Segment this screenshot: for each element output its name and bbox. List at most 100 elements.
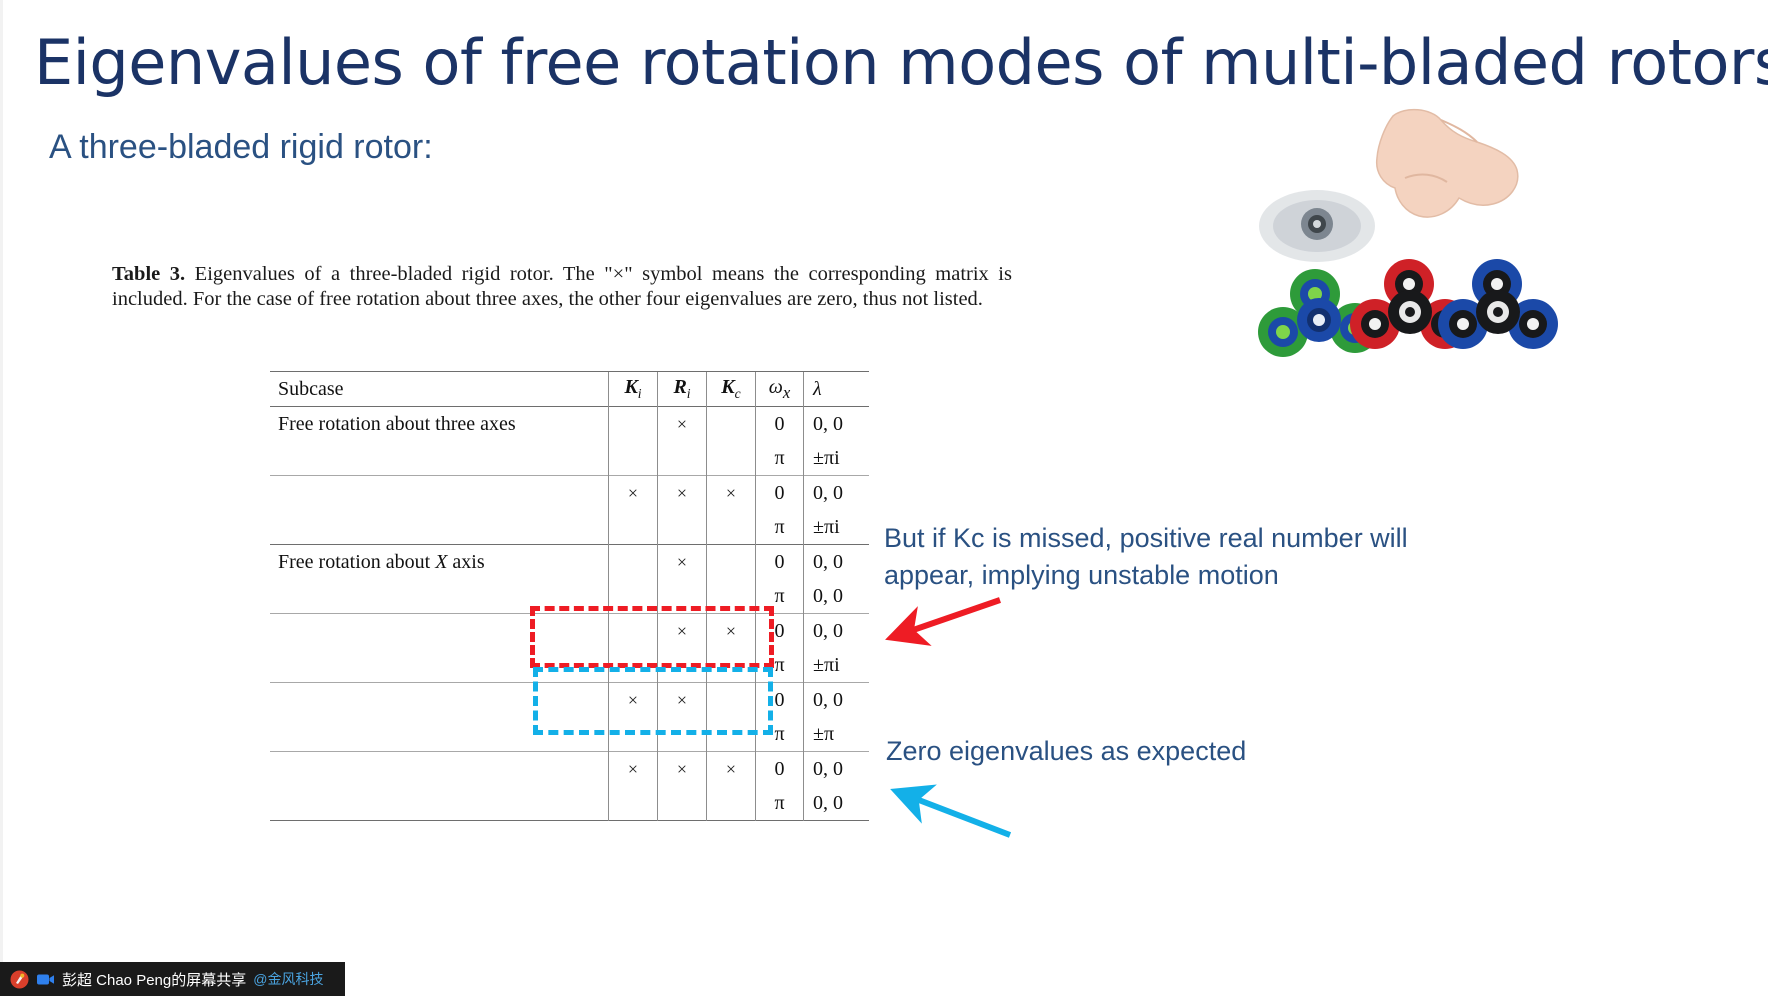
cross-mark-icon: × — [676, 413, 688, 434]
bottom-rule-cell — [608, 820, 658, 827]
table-cell-lambda: 0, 0 — [803, 544, 869, 579]
table-cell-subcase — [270, 441, 609, 476]
table-cell-lambda: 0, 0 — [803, 613, 869, 648]
cross-mark-icon: × — [676, 689, 688, 710]
taskbar-blank-area — [345, 962, 1768, 996]
table-cell-kc: × — [706, 751, 756, 786]
table-cell-ki — [608, 648, 658, 683]
cross-mark-icon: × — [627, 758, 639, 779]
table-cell-ki — [608, 717, 658, 752]
table-cell-kc: × — [706, 613, 756, 648]
table-cell-kc — [706, 441, 756, 476]
cross-mark-icon: × — [725, 482, 737, 503]
table-cell-ki: × — [608, 751, 658, 786]
bottom-rule-cell — [803, 820, 869, 827]
slide-subtitle: A three-bladed rigid rotor: — [49, 128, 433, 166]
table-header-cell-lambda: λ — [803, 371, 869, 407]
screen-share-indicator[interactable]: 彭超 Chao Peng的屏幕共享 @金风科技 — [0, 962, 334, 996]
table-cell-subcase — [270, 648, 609, 683]
table-cell-omega: π — [755, 441, 804, 476]
table-cell-omega: 0 — [755, 613, 804, 648]
taskbar: 彭超 Chao Peng的屏幕共享 @金风科技 — [0, 962, 1768, 996]
bottom-rule-cell — [657, 820, 707, 827]
bottom-rule-cell — [706, 820, 756, 827]
annotation-blue-text: Zero eigenvalues as expected — [886, 736, 1247, 766]
table-cell-lambda: ±π — [803, 717, 869, 752]
table-cell-ki — [608, 786, 658, 821]
cross-mark-icon: × — [725, 758, 737, 779]
table-cell-lambda: 0, 0 — [803, 682, 869, 717]
table-cell-lambda: 0, 0 — [803, 751, 869, 786]
share-label: 彭超 Chao Peng的屏幕共享 — [62, 971, 247, 989]
table-cell-omega: π — [755, 717, 804, 752]
table-cell-subcase: Free rotation about three axes — [270, 406, 609, 441]
table-cell-subcase — [270, 682, 609, 717]
table-caption: Table 3. Eigenvalues of a three-bladed r… — [112, 262, 1012, 312]
table-cell-lambda: ±πi — [803, 510, 869, 545]
table-row: π±π — [270, 717, 869, 752]
cross-mark-icon: × — [676, 551, 688, 572]
table-cell-omega: 0 — [755, 682, 804, 717]
table-caption-text: Eigenvalues of a three-bladed rigid roto… — [112, 263, 1012, 310]
page-title: Eigenvalues of free rotation modes of mu… — [34, 26, 1768, 99]
table-header-cell-kc: Kc — [706, 371, 756, 407]
table-cell-lambda: 0, 0 — [803, 475, 869, 510]
table-cell-kc — [706, 648, 756, 683]
table-cell-subcase: Free rotation about X axis — [270, 544, 609, 579]
camera-icon[interactable] — [36, 970, 55, 989]
cross-mark-icon: × — [627, 482, 639, 503]
screen-share-icon[interactable] — [10, 970, 29, 989]
header-symbol: Ri — [673, 376, 691, 401]
table-row: π±πi — [270, 441, 869, 476]
table-cell-ri — [657, 717, 707, 752]
table-cell-lambda: ±πi — [803, 648, 869, 683]
table-header-cell-ri: Ri — [657, 371, 707, 407]
table-cell-kc — [706, 717, 756, 752]
table-cell-omega: 0 — [755, 475, 804, 510]
table-cell-ri — [657, 441, 707, 476]
table-cell-ki — [608, 441, 658, 476]
cross-mark-icon: × — [676, 482, 688, 503]
table-cell-omega: π — [755, 579, 804, 614]
table-bottom-rule — [270, 820, 869, 827]
table-cell-ki — [608, 544, 658, 579]
table-cell-ri — [657, 510, 707, 545]
table-cell-ri: × — [657, 406, 707, 441]
table-cell-omega: 0 — [755, 406, 804, 441]
cross-mark-icon: × — [627, 689, 639, 710]
table-cell-subcase — [270, 510, 609, 545]
slide-edge-strip — [0, 0, 3, 996]
table-cell-ri: × — [657, 751, 707, 786]
table-cell-kc — [706, 579, 756, 614]
header-symbol: Kc — [721, 376, 741, 401]
cross-mark-icon: × — [676, 620, 688, 641]
table-cell-ri: × — [657, 613, 707, 648]
table-cell-ri — [657, 786, 707, 821]
table-cell-ri: × — [657, 682, 707, 717]
bottom-rule-cell — [270, 820, 609, 827]
spinner-illustration — [1258, 108, 1558, 357]
table-cell-omega: 0 — [755, 751, 804, 786]
table-cell-omega: 0 — [755, 544, 804, 579]
table-cell-omega: π — [755, 786, 804, 821]
table-cell-ri — [657, 579, 707, 614]
annotation-red-text: But if Kc is missed, positive real numbe… — [884, 523, 1408, 591]
table-cell-ri: × — [657, 544, 707, 579]
table-cell-ki: × — [608, 682, 658, 717]
cross-mark-icon: × — [676, 758, 688, 779]
table-cell-lambda: 0, 0 — [803, 406, 869, 441]
fidget-spinner-photo — [1255, 108, 1558, 388]
header-symbol: ωx — [768, 375, 791, 402]
table-cell-lambda: 0, 0 — [803, 579, 869, 614]
share-sub-label: @金风科技 — [253, 971, 324, 987]
cross-mark-icon: × — [725, 620, 737, 641]
hand-illustration — [1375, 108, 1519, 218]
